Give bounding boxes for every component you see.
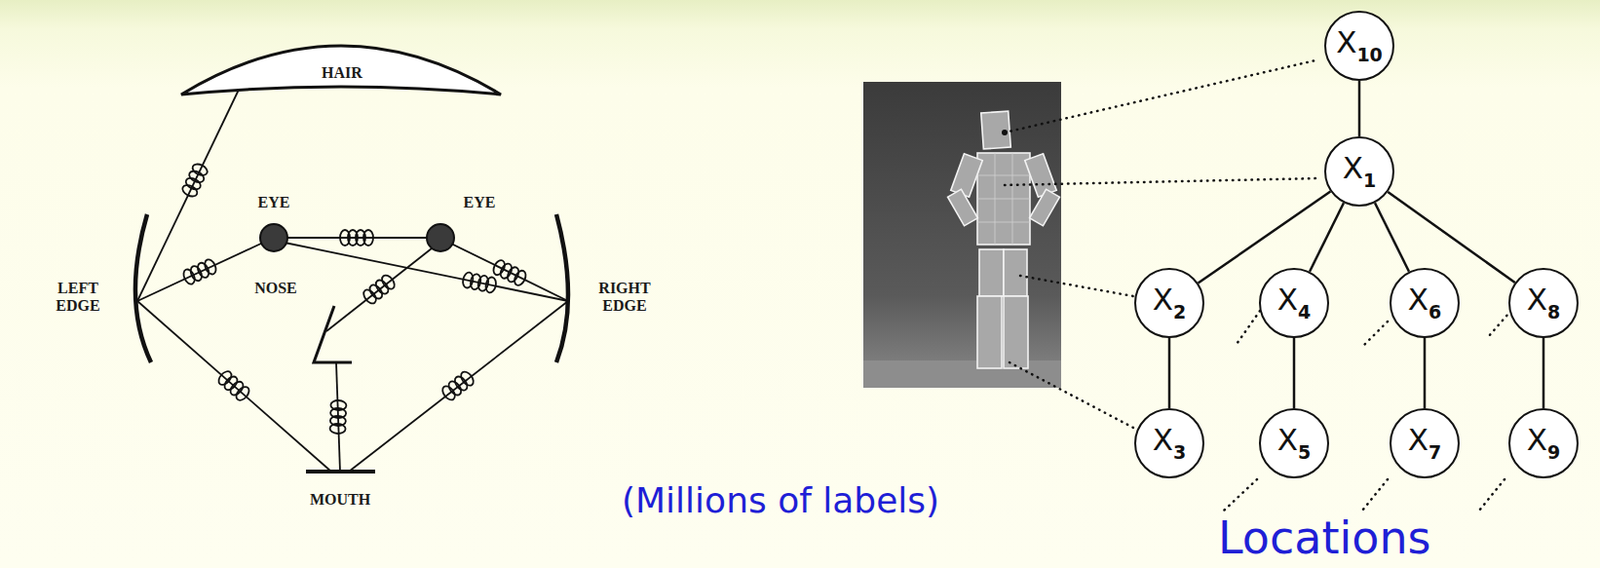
- variable-letter: X: [1152, 281, 1174, 317]
- variable-name: X8: [1526, 284, 1561, 322]
- left-edge-bracket: [135, 214, 152, 363]
- part-label: LEFT EDGE: [47, 279, 109, 316]
- variable-letter: X: [1408, 281, 1429, 317]
- variable-letter: X: [1152, 421, 1174, 458]
- variable-name: X4: [1277, 284, 1311, 322]
- eye-dot: [426, 224, 455, 252]
- part-label: EYE: [463, 193, 496, 211]
- variable-name: X5: [1277, 424, 1311, 462]
- part-label: NOSE: [254, 279, 298, 297]
- variable-circle: X4: [1258, 267, 1330, 339]
- part-label: RIGHT EDGE: [598, 279, 650, 314]
- mouth-line: [305, 469, 376, 474]
- variable-circle: X10: [1324, 10, 1395, 81]
- part-label: HAIR: [321, 64, 363, 81]
- eye-dot: [260, 224, 288, 252]
- variable-subscript: 4: [1297, 301, 1311, 323]
- variable-circle: X8: [1508, 267, 1579, 339]
- part-label: HAIR: [321, 64, 363, 82]
- variable-circle: X2: [1134, 267, 1205, 339]
- part-label: MOUTH: [309, 491, 371, 508]
- tree-edge: [1374, 202, 1410, 272]
- variable-circle: X5: [1258, 408, 1330, 479]
- variable-letter: X: [1526, 421, 1548, 458]
- tree-edge: [1294, 338, 1296, 409]
- caption-text: Locations: [1218, 511, 1432, 565]
- part-label: EYE: [258, 193, 291, 212]
- variable-circle: X7: [1389, 408, 1460, 479]
- variable-letter: X: [1342, 150, 1364, 186]
- right-edge-bracket: [556, 214, 569, 363]
- variable-letter: X: [1277, 421, 1298, 458]
- variable-subscript: 10: [1356, 43, 1382, 66]
- variable-name: X2: [1152, 284, 1186, 322]
- part-label: NOSE: [254, 279, 298, 298]
- variable-circle: X1: [1324, 136, 1395, 207]
- tree-edge: [1169, 338, 1171, 409]
- variable-letter: X: [1526, 281, 1548, 317]
- tree-edge: [1387, 191, 1515, 283]
- variable-subscript: 2: [1173, 301, 1186, 323]
- spring-coils: [180, 161, 528, 434]
- variable-subscript: 3: [1173, 441, 1186, 463]
- dotted-leaders: [1004, 60, 1516, 511]
- part-label: LEFT EDGE: [55, 279, 100, 314]
- part-label: EYE: [463, 193, 496, 212]
- variable-name: X6: [1408, 284, 1442, 322]
- hair-shape: [181, 45, 501, 95]
- note-text: (Millions of labels): [621, 483, 940, 519]
- tree-edge: [1543, 338, 1545, 409]
- variable-subscript: 7: [1428, 441, 1442, 463]
- spring-lines: [137, 89, 569, 472]
- variable-subscript: 9: [1547, 441, 1561, 463]
- tree-edge: [1359, 80, 1361, 137]
- variable-subscript: 1: [1363, 169, 1376, 191]
- figure-photo: [863, 81, 1062, 388]
- variable-circle: X6: [1389, 267, 1460, 339]
- variable-subscript: 8: [1547, 301, 1561, 323]
- variable-circle: X3: [1134, 408, 1205, 479]
- variable-circle: X9: [1508, 408, 1579, 479]
- variable-letter: X: [1335, 24, 1357, 60]
- variable-name: X9: [1526, 424, 1561, 462]
- variable-name: X10: [1335, 27, 1383, 65]
- tree-edge: [1424, 338, 1426, 409]
- variable-name: X3: [1152, 424, 1186, 462]
- variable-name: X1: [1342, 152, 1376, 191]
- nose-shape: [313, 305, 352, 363]
- note-text: (Millions of labels): [621, 480, 940, 521]
- part-label: RIGHT EDGE: [589, 279, 660, 316]
- part-label: MOUTH: [309, 491, 371, 509]
- variable-subscript: 6: [1428, 301, 1442, 323]
- variable-letter: X: [1277, 281, 1298, 317]
- variable-subscript: 5: [1297, 441, 1311, 463]
- part-label: EYE: [258, 193, 291, 211]
- variable-letter: X: [1408, 421, 1429, 458]
- caption-text: Locations: [1218, 515, 1432, 561]
- variable-name: X7: [1408, 424, 1442, 462]
- tree-edge: [1309, 202, 1344, 272]
